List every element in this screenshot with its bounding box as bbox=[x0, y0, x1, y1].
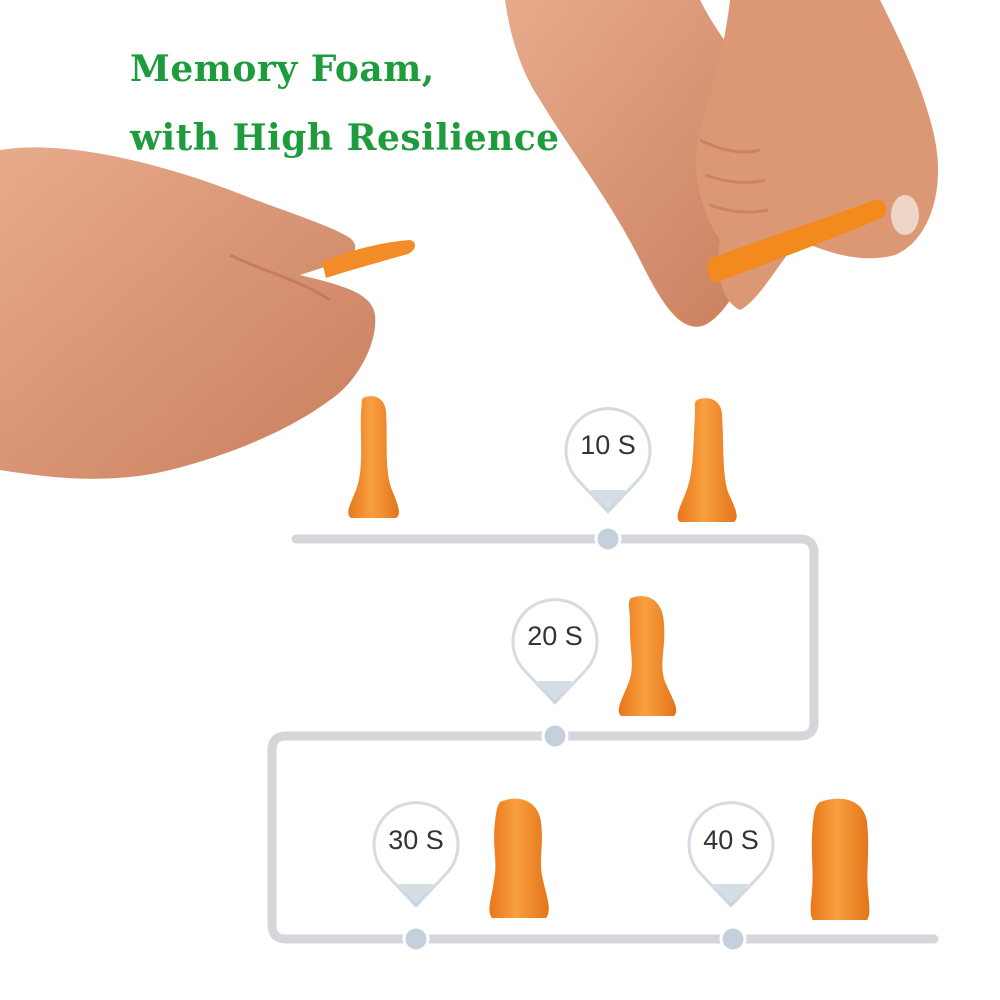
time-marker-10s: 10 S bbox=[564, 407, 652, 514]
time-marker-label: 40 S bbox=[703, 825, 759, 855]
timeline-dot-30s bbox=[402, 925, 430, 953]
timeline-dot-40s bbox=[719, 925, 747, 953]
headline-line-1: Memory Foam, bbox=[130, 48, 435, 90]
right-hand-back bbox=[505, 0, 775, 327]
earplug-stage-2 bbox=[618, 596, 677, 716]
earplug-stage-3 bbox=[489, 798, 549, 918]
earplug-fully-recovered bbox=[810, 798, 870, 920]
headline-line-2: with High Resilience bbox=[130, 117, 560, 159]
time-marker-40s: 40 S bbox=[687, 801, 775, 908]
left-hand-squeezing-earplug bbox=[0, 147, 416, 479]
earplug-compressed bbox=[348, 396, 399, 518]
right-hand-front bbox=[696, 0, 939, 310]
location-pin-icon bbox=[564, 407, 652, 514]
time-marker-30s: 30 S bbox=[372, 801, 460, 908]
location-pin-icon bbox=[511, 598, 599, 705]
timeline-dot-20s bbox=[541, 722, 569, 750]
squeezed-earplug bbox=[322, 240, 416, 278]
earplug-stage-1 bbox=[677, 398, 737, 522]
left-hand bbox=[0, 147, 376, 479]
timeline-dot-10s bbox=[594, 525, 622, 553]
time-marker-20s: 20 S bbox=[511, 598, 599, 705]
location-pin-icon bbox=[372, 801, 460, 908]
time-marker-label: 20 S bbox=[527, 621, 583, 651]
location-pin-icon bbox=[687, 801, 775, 908]
right-hands-rolling-earplug bbox=[505, 0, 939, 327]
time-marker-label: 30 S bbox=[388, 825, 444, 855]
time-marker-label: 10 S bbox=[580, 430, 636, 460]
rolled-earplug bbox=[707, 199, 886, 283]
